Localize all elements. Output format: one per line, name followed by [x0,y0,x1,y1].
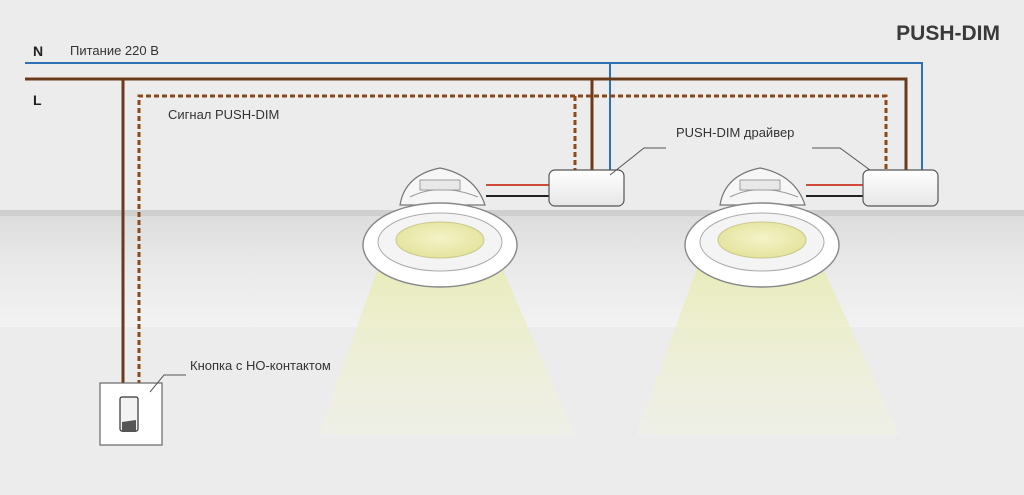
downlight-right [684,167,840,288]
neutral-wire [25,62,923,172]
driver-right [862,169,939,207]
light-beam-left [318,268,575,435]
power-label: Питание 220 В [70,43,159,58]
leader-lines [149,147,871,393]
button-label: Кнопка с НО-контактом [190,358,331,373]
downlight-left [362,167,518,288]
driver-left [548,169,625,207]
light-beam-right [636,268,900,435]
phase-line-label: L [33,92,42,108]
phase-wire [25,77,908,385]
neutral-line-label: N [33,43,43,59]
driver-label: PUSH-DIM драйвер [676,125,794,140]
diagram-title: PUSH-DIM [896,22,1000,45]
signal-wire [137,94,888,385]
ceiling-edge [0,210,1024,216]
signal-label: Сигнал PUSH-DIM [168,107,279,122]
driver-output-wires [486,184,866,197]
push-button-switch [99,382,163,446]
